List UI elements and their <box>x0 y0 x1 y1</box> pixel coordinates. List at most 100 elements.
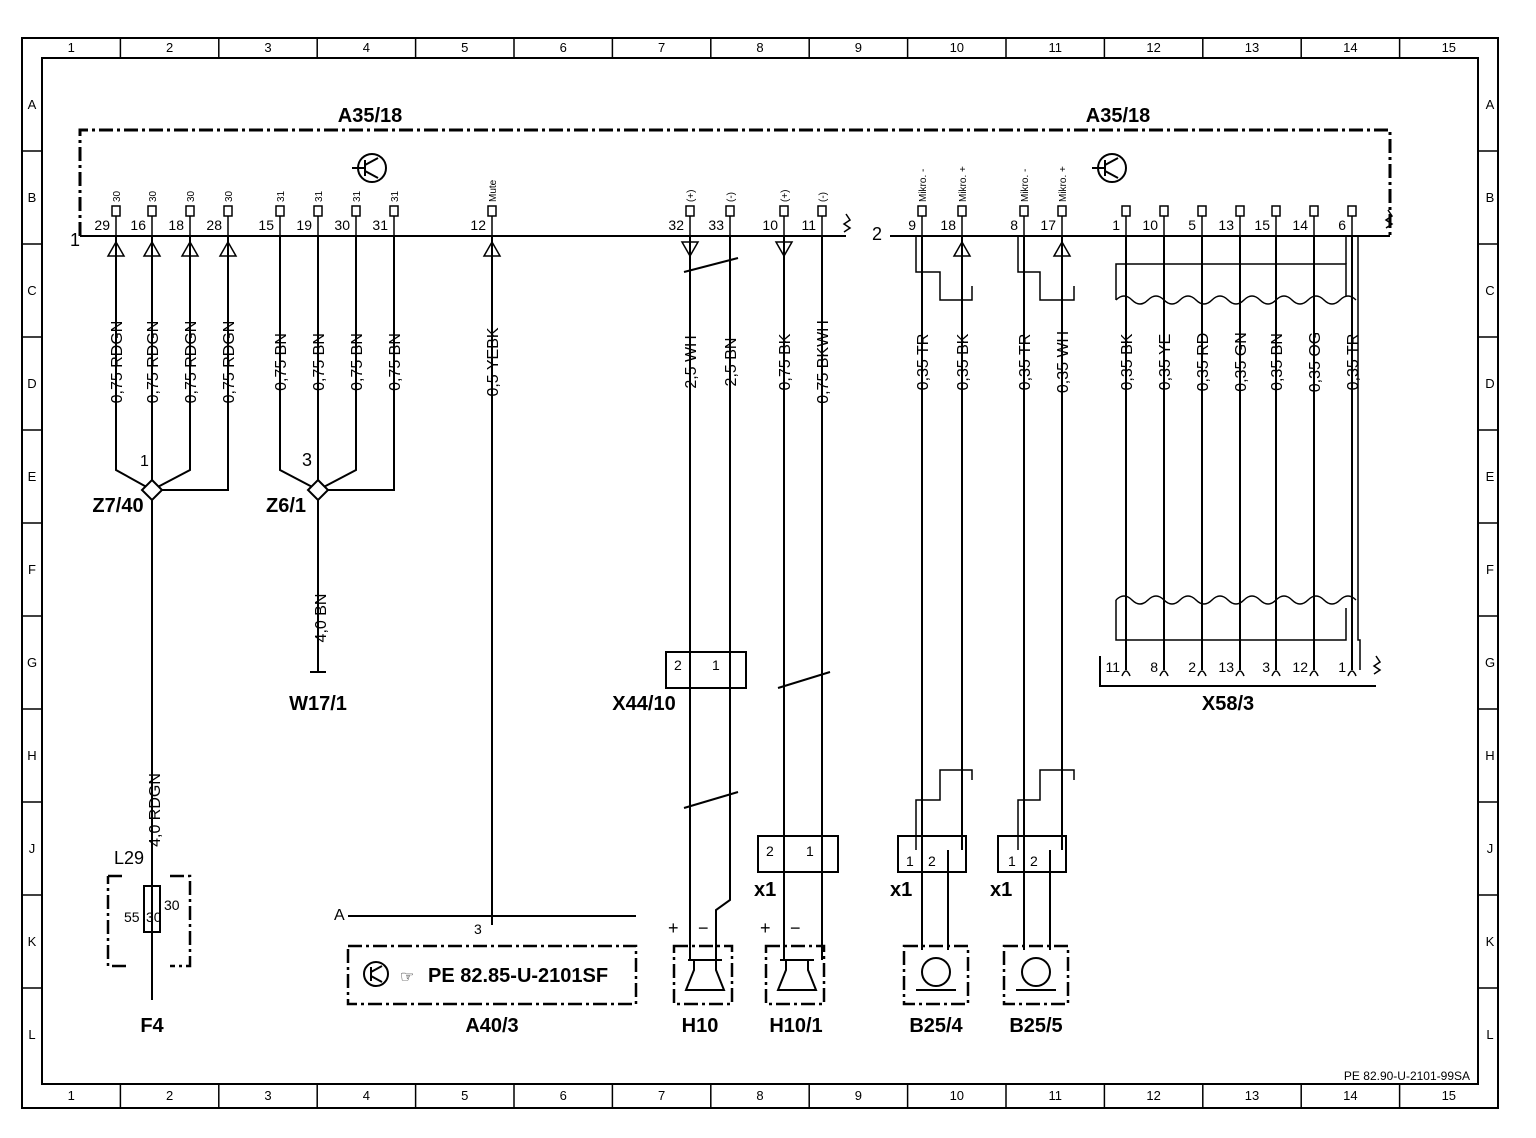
h10-1-conn-pin-1: 1 <box>806 843 814 859</box>
x58-pin: 13 <box>1218 659 1234 675</box>
grid-row-label: A <box>1486 97 1495 112</box>
pin-number: 15 <box>1254 217 1270 233</box>
h10-1-label: H10/1 <box>769 1015 822 1037</box>
pin-function: Mute <box>488 179 499 202</box>
grid-col-label: 1 <box>68 40 75 55</box>
x44-10-label: X44/10 <box>612 693 675 715</box>
grid-row-label: C <box>27 283 36 298</box>
wire-label: 0,35 RD <box>1195 333 1212 392</box>
grid-row-label: F <box>1486 562 1494 577</box>
pin-function: (-) <box>818 192 829 202</box>
grid-row-label: D <box>1485 376 1494 391</box>
b25-5-pin-1: 1 <box>1008 853 1016 869</box>
wire-label: 0,75 BK <box>777 333 794 390</box>
wire-label: 0,35 BN <box>1269 333 1286 391</box>
speaker-icon <box>776 959 818 991</box>
pin-number: 6 <box>1338 217 1346 233</box>
grid-row-label: K <box>1486 934 1495 949</box>
f4-fuse: L29 55 30 30 F4 <box>106 848 192 1037</box>
pin-function: (-) <box>726 192 737 202</box>
x1-label: x1 <box>990 879 1012 901</box>
grid-col-label: 5 <box>461 40 468 55</box>
grid-row-label: H <box>1485 748 1494 763</box>
wiring-lines <box>115 236 1361 1000</box>
grid-col-label: 14 <box>1343 40 1357 55</box>
splices: Z7/40 1 Z6/1 3 <box>92 450 312 517</box>
grid-row-label: L <box>28 1027 35 1042</box>
b25-4-label: B25/4 <box>909 1015 963 1037</box>
x44-10-connector: 2 1 X44/10 <box>612 651 747 715</box>
pin-function: Mikro. + <box>958 166 969 202</box>
pin-number: 12 <box>470 217 486 233</box>
grid-col-label: 10 <box>950 1088 964 1103</box>
pin-number: 29 <box>94 217 110 233</box>
wire-label: 0,75 BN <box>273 333 290 391</box>
grid-col-label: 7 <box>658 1088 665 1103</box>
pin-number: 19 <box>296 217 312 233</box>
grid-row-label: L <box>1486 1027 1493 1042</box>
outer-frame <box>21 37 1499 1109</box>
pin-function: 30 <box>224 190 235 202</box>
microphone-icon <box>1021 957 1051 987</box>
wire-label: 0,35 YE <box>1157 334 1174 391</box>
grid-row-label: C <box>1485 283 1494 298</box>
h10-plus: + <box>668 918 679 938</box>
grid-col-label: 6 <box>560 40 567 55</box>
pin-number: 8 <box>1010 217 1018 233</box>
grid-col-label: 12 <box>1146 1088 1160 1103</box>
wire-label: 0,75 BN <box>349 333 366 391</box>
h10-1-plus: + <box>760 918 771 938</box>
grid-col-label: 1 <box>68 1088 75 1103</box>
wire-z7-f4: 4,0 RDGN <box>147 773 164 847</box>
grid-col-label: 11 <box>1048 1088 1062 1103</box>
x58-pin: 8 <box>1150 659 1158 675</box>
grid-col-label: 8 <box>756 40 763 55</box>
grid-col-label: 7 <box>658 40 665 55</box>
grid-col-label: 9 <box>855 1088 862 1103</box>
pin-number: 1 <box>1112 217 1120 233</box>
grid-col-label: 11 <box>1048 40 1062 55</box>
wire-label: 0,75 RDGN <box>109 321 126 404</box>
pin-number: 11 <box>801 217 816 233</box>
b25-4-pin-1: 1 <box>906 853 914 869</box>
grid-col-label: 15 <box>1442 40 1456 55</box>
x58-pin: 2 <box>1188 659 1196 675</box>
pin-number: 14 <box>1292 217 1308 233</box>
grid-col-label: 14 <box>1343 1088 1357 1103</box>
grid-row-label: D <box>27 376 36 391</box>
a40-connector-a: A <box>334 907 345 924</box>
pin-function: Mikro. - <box>1020 169 1031 202</box>
x1-label: x1 <box>754 879 776 901</box>
h10-1-minus: − <box>790 918 801 938</box>
grid-col-label: 2 <box>166 1088 173 1103</box>
wire-label: 0,75 RDGN <box>221 321 238 404</box>
wire-label: 0,75 BN <box>311 333 328 391</box>
wire-label: 0,5 YEBK <box>485 327 502 396</box>
b25-4-pin-2: 2 <box>928 853 936 869</box>
transistor-icon <box>352 153 387 183</box>
a35-left-pins: 2930163018302830153119313031313112Mute32… <box>94 179 1072 258</box>
grid-labels: 1122334455667788991010111112121313141415… <box>22 38 1498 1108</box>
pin-number: 33 <box>708 217 724 233</box>
transistor-icon <box>1092 153 1127 183</box>
pin-number: 13 <box>1218 217 1234 233</box>
grid-col-label: 4 <box>363 40 370 55</box>
grid-col-label: 12 <box>1146 40 1160 55</box>
wire-label: 0,75 BKWH <box>815 320 832 404</box>
pin-function: Mikro. + <box>1058 166 1069 202</box>
pin-function: 31 <box>276 190 287 202</box>
grid-col-label: 3 <box>264 40 271 55</box>
h10-speaker: + − H10 <box>668 918 734 1037</box>
pin-number: 15 <box>258 217 274 233</box>
grid-row-label: G <box>27 655 37 670</box>
wire-label: 0,35 TR <box>1017 334 1034 391</box>
h10-label: H10 <box>682 1015 719 1037</box>
grid-col-label: 9 <box>855 40 862 55</box>
pin-number: 16 <box>130 217 146 233</box>
grid-col-label: 5 <box>461 1088 468 1103</box>
grid-col-label: 8 <box>756 1088 763 1103</box>
grid-row-label: A <box>28 97 37 112</box>
